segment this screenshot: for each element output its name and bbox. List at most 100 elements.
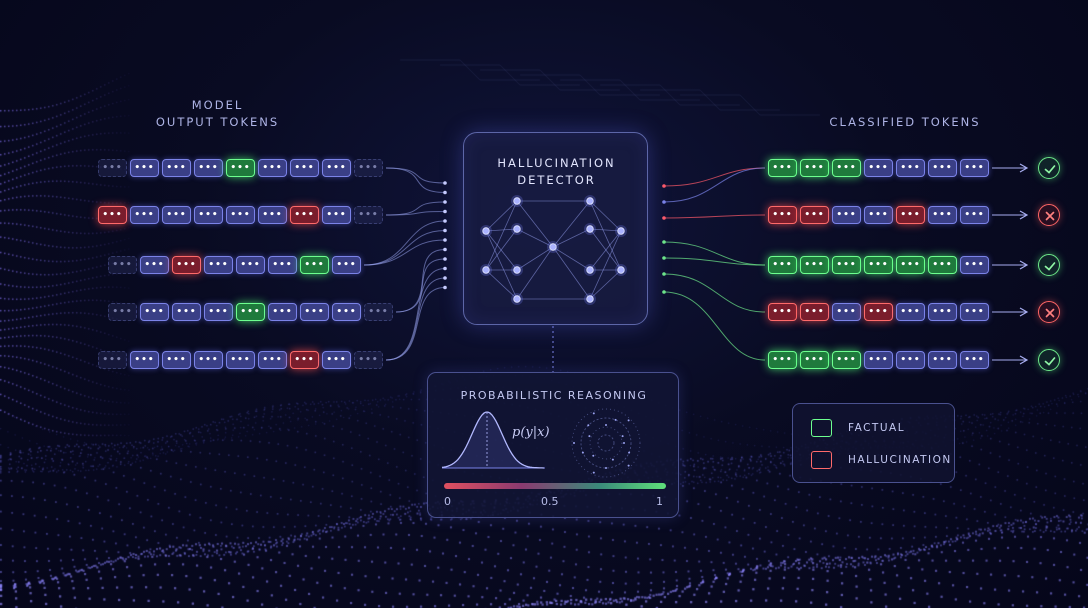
input-token-hallucinated: ••• [290,206,319,224]
input-token-hallucinated: ••• [172,256,201,274]
input-token-faded: ••• [354,206,383,224]
input-token-neutral: ••• [332,303,361,321]
input-token-neutral: ••• [194,351,223,369]
output-token-factual: ••• [864,256,893,274]
output-token-factual: ••• [928,256,957,274]
input-token-neutral: ••• [226,351,255,369]
scale-min-label: 0 [444,495,451,508]
output-token-neutral: ••• [896,159,925,177]
input-token-neutral: ••• [130,159,159,177]
input-token-faded: ••• [108,256,137,274]
input-token-factual: ••• [236,303,265,321]
check-icon [1038,157,1060,179]
output-token-factual: ••• [832,256,861,274]
input-token-faded: ••• [354,351,383,369]
output-token-factual: ••• [832,351,861,369]
input-token-neutral: ••• [204,303,233,321]
output-token-factual: ••• [800,159,829,177]
input-token-hallucinated: ••• [290,351,319,369]
input-token-neutral: ••• [258,159,287,177]
input-row-4: ••••••••••••••••••••••••••• [108,303,396,321]
legend: FACTUAL HALLUCINATION [792,403,955,483]
legend-swatch-hallucination [811,451,832,469]
input-token-neutral: ••• [258,351,287,369]
output-token-neutral: ••• [960,351,989,369]
input-token-neutral: ••• [194,159,223,177]
scale-max-label: 1 [656,495,663,508]
output-token-neutral: ••• [864,351,893,369]
output-token-neutral: ••• [928,303,957,321]
scale-mid-label: 0.5 [541,495,559,508]
input-token-neutral: ••• [162,351,191,369]
probabilistic-reasoning-panel: PROBABILISTIC REASONING p(y|x) 0 0.5 1 [427,372,679,518]
input-token-neutral: ••• [236,256,265,274]
output-token-hallucinated: ••• [800,303,829,321]
input-token-neutral: ••• [194,206,223,224]
input-row-3: •••••••••••••••••••••••• [108,256,364,274]
input-token-faded: ••• [98,351,127,369]
input-row-1: ••••••••••••••••••••••••••• [98,159,386,177]
output-title: CLASSIFIED TOKENS [829,115,981,129]
input-token-neutral: ••• [172,303,201,321]
output-token-hallucinated: ••• [768,206,797,224]
output-token-factual: ••• [768,351,797,369]
input-token-neutral: ••• [322,351,351,369]
input-token-neutral: ••• [322,206,351,224]
input-token-neutral: ••• [226,206,255,224]
hallucination-detector-box: HALLUCINATION DETECTOR [463,132,648,325]
input-title: MODEL OUTPUT TOKENS [140,97,295,131]
input-token-neutral: ••• [162,159,191,177]
output-token-neutral: ••• [928,159,957,177]
cross-icon [1038,204,1060,226]
input-token-neutral: ••• [332,256,361,274]
output-token-neutral: ••• [864,159,893,177]
output-token-neutral: ••• [896,351,925,369]
input-token-neutral: ••• [300,303,329,321]
input-title-line1: MODEL [191,98,244,112]
input-token-factual: ••• [300,256,329,274]
legend-label-hallucination: HALLUCINATION [848,454,952,466]
input-token-neutral: ••• [140,303,169,321]
neural-network-icon [480,195,627,305]
input-token-factual: ••• [226,159,255,177]
output-row-1: ••••••••••••••••••••• [768,159,992,177]
input-token-faded: ••• [98,159,127,177]
output-token-neutral: ••• [832,206,861,224]
output-token-neutral: ••• [928,206,957,224]
input-token-neutral: ••• [322,159,351,177]
output-token-factual: ••• [768,256,797,274]
probability-formula: p(y|x) [512,425,550,440]
input-token-neutral: ••• [268,256,297,274]
input-title-line2: OUTPUT TOKENS [155,115,280,129]
output-token-neutral: ••• [864,206,893,224]
radar-circle-icon [571,408,641,478]
legend-label-factual: FACTUAL [848,422,906,434]
detector-title: HALLUCINATION DETECTOR [464,155,649,189]
input-token-hallucinated: ••• [98,206,127,224]
detector-title-line2: DETECTOR [517,173,596,187]
output-row-3: ••••••••••••••••••••• [768,256,992,274]
input-token-neutral: ••• [204,256,233,274]
output-token-hallucinated: ••• [864,303,893,321]
output-row-4: ••••••••••••••••••••• [768,303,992,321]
input-token-neutral: ••• [130,351,159,369]
input-row-2: ••••••••••••••••••••••••••• [98,206,386,224]
input-token-neutral: ••• [258,206,287,224]
output-token-hallucinated: ••• [768,303,797,321]
output-token-hallucinated: ••• [896,206,925,224]
cross-icon [1038,301,1060,323]
probability-scale-bar [444,483,666,489]
output-token-neutral: ••• [960,206,989,224]
output-token-factual: ••• [896,256,925,274]
output-token-neutral: ••• [960,303,989,321]
legend-swatch-factual [811,419,832,437]
check-icon [1038,254,1060,276]
probabilistic-title: PROBABILISTIC REASONING [460,389,648,402]
output-token-neutral: ••• [960,159,989,177]
input-token-neutral: ••• [268,303,297,321]
output-token-hallucinated: ••• [800,206,829,224]
input-token-faded: ••• [354,159,383,177]
input-token-faded: ••• [108,303,137,321]
